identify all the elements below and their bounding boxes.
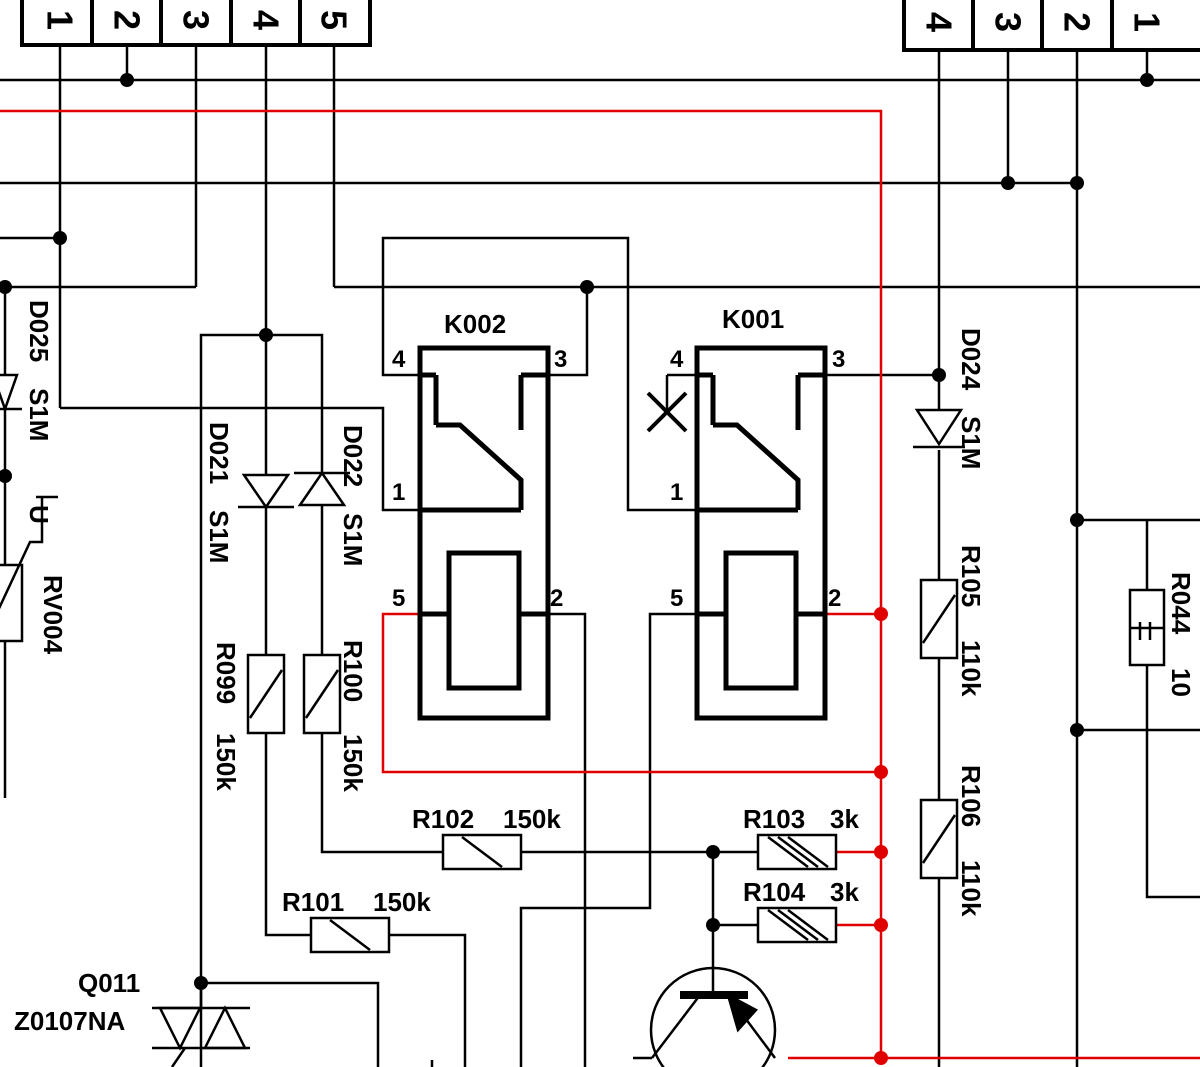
resistor-r103-ref: R103 — [743, 804, 805, 834]
resistor-r099-symbol — [246, 653, 286, 735]
resistor-r102-symbol — [441, 833, 523, 871]
connector-left-pin-1: 1 — [40, 10, 81, 30]
resistor-r044-ref: R044 — [1166, 572, 1196, 635]
connector-right — [902, 0, 1200, 52]
resistor-r100-ref: R100 — [338, 640, 368, 702]
resistor-r104-value: 3k — [830, 877, 859, 907]
no-connect-mark — [646, 391, 688, 433]
varistor-rv004-ref: RV004 — [38, 575, 68, 655]
varistor-rv004-symbol — [0, 495, 58, 643]
relay-k001-pin-4: 4 — [670, 346, 684, 373]
relay-k002-pin-3: 3 — [554, 346, 567, 373]
relay-k001-pin-2: 2 — [828, 585, 841, 612]
diode-d021-symbol — [238, 473, 294, 510]
resistor-r044-symbol — [1128, 588, 1166, 667]
relay-k001-pin-5: 5 — [670, 585, 683, 612]
relay-k002-pin-5: 5 — [392, 585, 405, 612]
resistor-r100-symbol — [302, 653, 342, 735]
resistor-r101-symbol — [309, 916, 391, 954]
relay-k002-pin-4: 4 — [392, 346, 406, 373]
relay-k001-pin-1: 1 — [670, 479, 683, 506]
resistor-r104-symbol — [756, 906, 838, 944]
diode-d024-symbol — [913, 408, 965, 449]
connector-left-pin-2: 2 — [107, 10, 148, 30]
resistor-r044-value: 10 — [1166, 668, 1196, 697]
connector-right-pin-3: 3 — [988, 12, 1029, 32]
resistor-r105-symbol — [919, 578, 959, 660]
connector-right-pin-4: 4 — [919, 12, 960, 32]
connector-left-pin-5: 5 — [314, 10, 355, 30]
varistor-rv004-symbol-label: U — [24, 505, 54, 524]
resistor-r099-value: 150k — [211, 733, 241, 791]
resistor-r100-value: 150k — [338, 734, 368, 792]
resistor-r101-ref: R101 — [282, 887, 344, 917]
diode-d024-ref: D024 — [956, 328, 986, 391]
resistor-r105-value: 110k — [956, 640, 986, 697]
resistor-r104-ref: R104 — [743, 877, 806, 907]
diode-d022-symbol — [294, 470, 350, 507]
connector-right-pin-2: 2 — [1057, 12, 1098, 32]
red-highlight-net — [0, 109, 1200, 1060]
relay-k001-pin-3: 3 — [832, 346, 845, 373]
diode-d025-symbol — [0, 373, 22, 415]
diode-d021-ref: D021 — [204, 422, 234, 484]
relay-k002-body — [417, 345, 551, 721]
relay-k001-body — [694, 345, 828, 721]
resistor-r106-symbol — [919, 798, 959, 880]
diode-d024-value: S1M — [956, 416, 986, 469]
junction-dots-red — [874, 607, 888, 1065]
relay-k002-label: K002 — [444, 309, 506, 339]
diode-d025-value: S1M — [24, 388, 54, 441]
relay-k002-pin-1: 1 — [392, 479, 405, 506]
triac-q011-symbol — [152, 983, 250, 1067]
connector-left-pin-4: 4 — [246, 10, 287, 30]
relay-k002-pin-2: 2 — [550, 585, 563, 612]
resistor-r103-symbol — [756, 833, 838, 871]
resistor-r106-value: 110k — [956, 860, 986, 917]
resistor-r106-ref: R106 — [956, 765, 986, 827]
resistor-r099-ref: R099 — [211, 642, 241, 704]
resistor-r102-value: 150k — [503, 804, 561, 834]
black-wires — [0, 45, 1200, 1067]
relay-k001-label: K001 — [722, 304, 784, 334]
connector-right-pin-1: 1 — [1127, 12, 1168, 32]
resistor-r101-value: 150k — [373, 887, 431, 917]
diode-d022-value: S1M — [338, 513, 368, 566]
triac-q011-ref: Q011 — [78, 968, 140, 998]
diode-d022-ref: D022 — [338, 425, 368, 487]
resistor-r102-ref: R102 — [412, 804, 474, 834]
triac-q011-value: Z0107NA — [14, 1006, 125, 1036]
transistor-symbol — [649, 966, 777, 1067]
diode-d025-ref: D025 — [24, 300, 54, 362]
connector-left-pin-3: 3 — [176, 10, 217, 30]
resistor-r103-value: 3k — [830, 804, 859, 834]
resistor-r105-ref: R105 — [956, 545, 986, 607]
diode-d021-value: S1M — [204, 510, 234, 563]
